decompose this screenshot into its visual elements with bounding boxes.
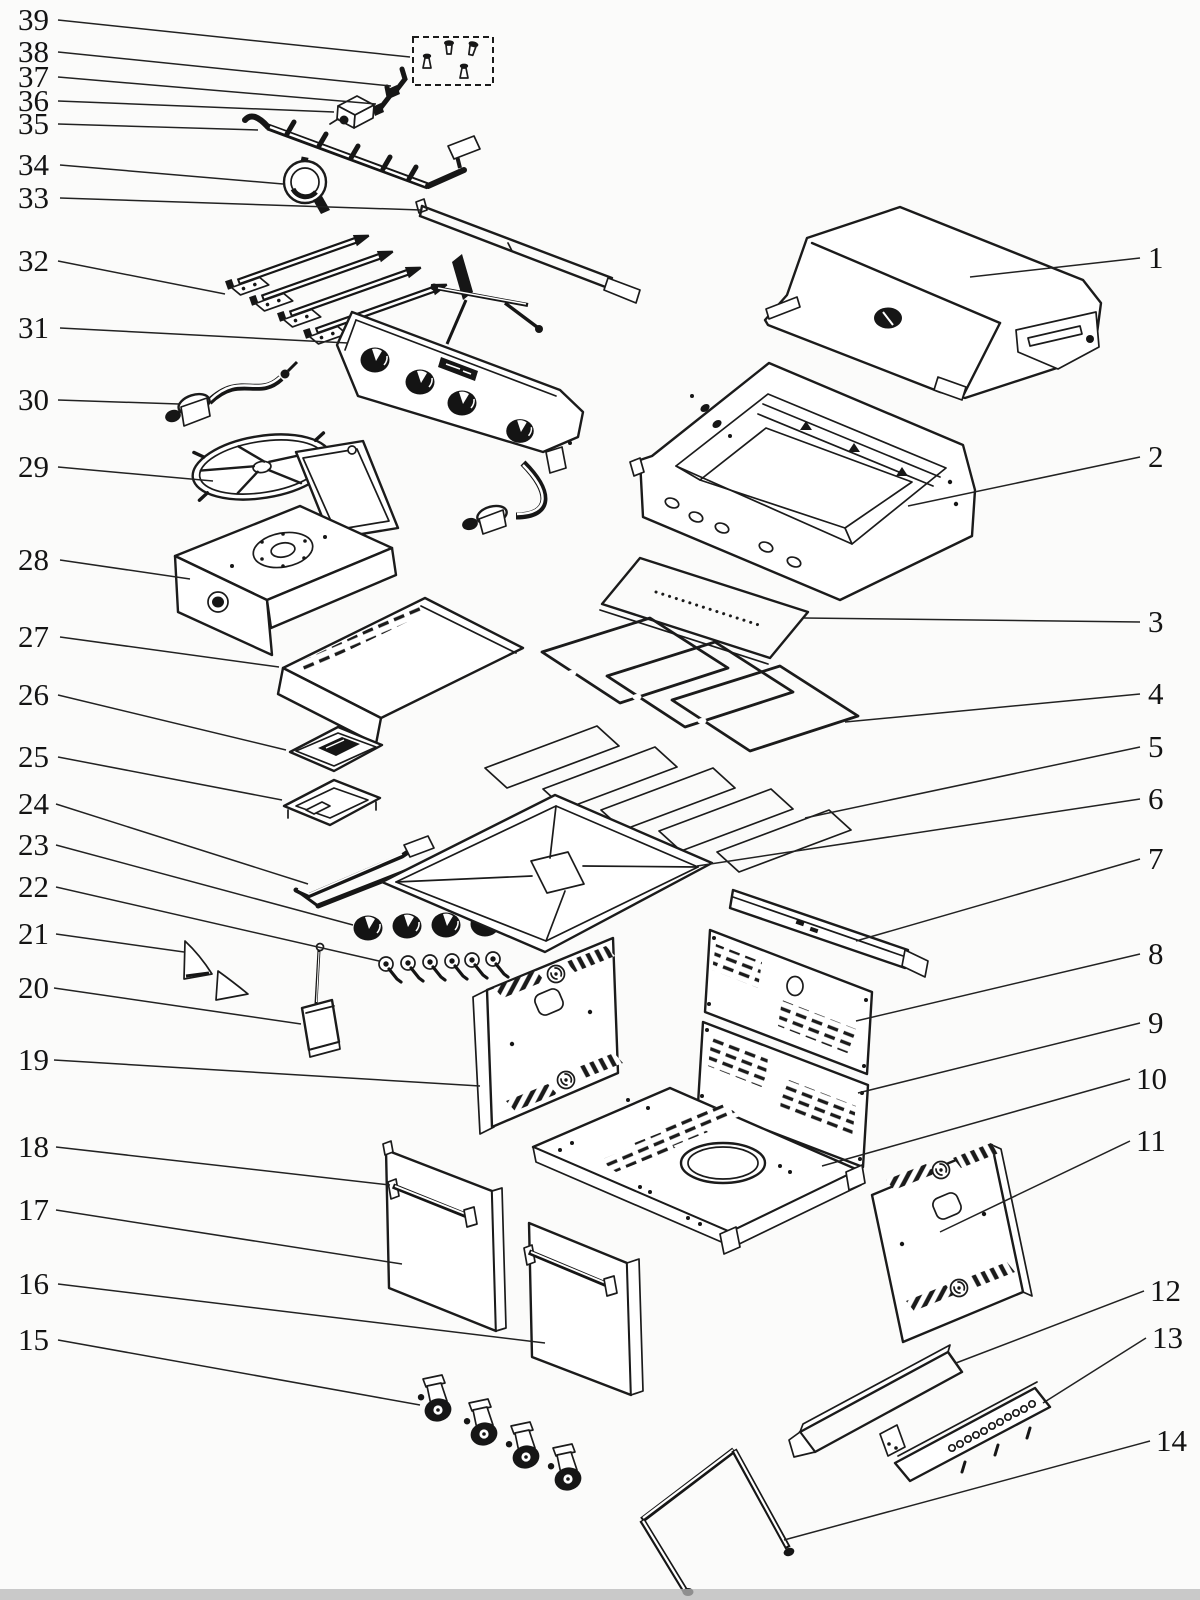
left-side-panel: [472, 936, 623, 1135]
grease-pan: [380, 793, 714, 954]
callout-33: 33: [18, 180, 49, 215]
upper-back-panel: [703, 928, 874, 1076]
callout-15: 15: [18, 1322, 49, 1357]
callout-4: 4: [1148, 676, 1164, 711]
valve-bezels: [377, 950, 510, 984]
right-cabinet-door: [523, 1221, 644, 1397]
door-handle: [387, 1178, 478, 1228]
manifold-pipe-assembly: [242, 113, 481, 190]
callout-19: 19: [18, 1042, 49, 1077]
callout-28: 28: [18, 542, 49, 577]
callout-14: 14: [1156, 1423, 1188, 1458]
left-cabinet-door: [382, 1140, 507, 1333]
gas-hose-regulator: [165, 360, 299, 427]
cart-bottom-shelf: [531, 1086, 866, 1255]
callout-5: 5: [1148, 729, 1164, 764]
callout-20: 20: [18, 970, 49, 1005]
right-side-panel: [870, 1143, 1033, 1344]
callout-2: 2: [1148, 439, 1164, 474]
callout-11: 11: [1136, 1123, 1166, 1158]
callout-29: 29: [18, 449, 49, 484]
callout-27: 27: [18, 619, 49, 654]
callout-39: 39: [18, 2, 49, 37]
igniter-button-box: [300, 942, 341, 1058]
callout-36: 36: [18, 83, 49, 118]
callout-31: 31: [18, 310, 49, 345]
callout-25: 25: [18, 739, 49, 774]
callout-32: 32: [18, 243, 49, 278]
callout-7: 7: [1148, 841, 1164, 876]
grill-lid: [763, 205, 1103, 401]
callout-18: 18: [18, 1129, 49, 1164]
callout-38: 38: [18, 34, 49, 69]
callout-21: 21: [18, 916, 49, 951]
panel-hose-regulator: [462, 460, 548, 535]
callout-30: 30: [18, 382, 49, 417]
callout-8: 8: [1148, 936, 1164, 971]
side-shelf-panel: [276, 596, 525, 746]
igniter-electrode: [372, 84, 392, 116]
bottom-edge-strip: [0, 1589, 1200, 1600]
callout-26: 26: [18, 677, 49, 712]
callout-16: 16: [18, 1266, 49, 1301]
spark-module: [329, 95, 375, 129]
burner-support-rail: [788, 1344, 964, 1458]
side-burner-drip-tray: [288, 725, 384, 773]
callout-10: 10: [1136, 1061, 1167, 1096]
control-panel-assembly: [335, 310, 585, 474]
lid-thermometer: [282, 156, 330, 214]
callout-37: 37: [18, 59, 49, 94]
stand-frame: [639, 1447, 795, 1596]
warming-rack: [599, 556, 810, 665]
casters: [417, 1374, 585, 1495]
crossover-igniter-bracket: [430, 254, 543, 345]
leader-lines: [53, 19, 1151, 1541]
callout-numbers-right: 1 2 3 4 5 6 7 8 9 10 11 12 13 14: [1136, 240, 1188, 1458]
callout-1: 1: [1148, 240, 1164, 275]
lower-back-panel: [696, 1020, 870, 1169]
callout-numbers-left: 39 38 37 36 35 34 33 32 31 30 29 28 27 2…: [18, 2, 50, 1357]
callout-23: 23: [18, 827, 49, 862]
callout-13: 13: [1152, 1320, 1183, 1355]
side-burner-assembly: [173, 439, 400, 657]
hardware-fasteners-kit: [412, 36, 494, 86]
rear-cross-brace: [728, 888, 929, 978]
burner-rail-with-ports: [879, 1381, 1052, 1483]
callout-17: 17: [18, 1192, 49, 1227]
cooking-grates: [540, 616, 860, 753]
callout-24: 24: [18, 786, 50, 821]
callout-9: 9: [1148, 1005, 1164, 1040]
burner-venturi-tubes: [225, 230, 452, 347]
callout-22: 22: [18, 869, 49, 904]
firebox: [629, 361, 977, 602]
callout-34: 34: [18, 147, 50, 182]
corner-brackets: [183, 940, 249, 1001]
front-trim-rail: [415, 198, 641, 304]
callout-3: 3: [1148, 604, 1164, 639]
callout-12: 12: [1150, 1273, 1181, 1308]
callout-35: 35: [18, 106, 49, 141]
side-burner-frame: [282, 778, 382, 827]
callout-6: 6: [1148, 781, 1164, 816]
